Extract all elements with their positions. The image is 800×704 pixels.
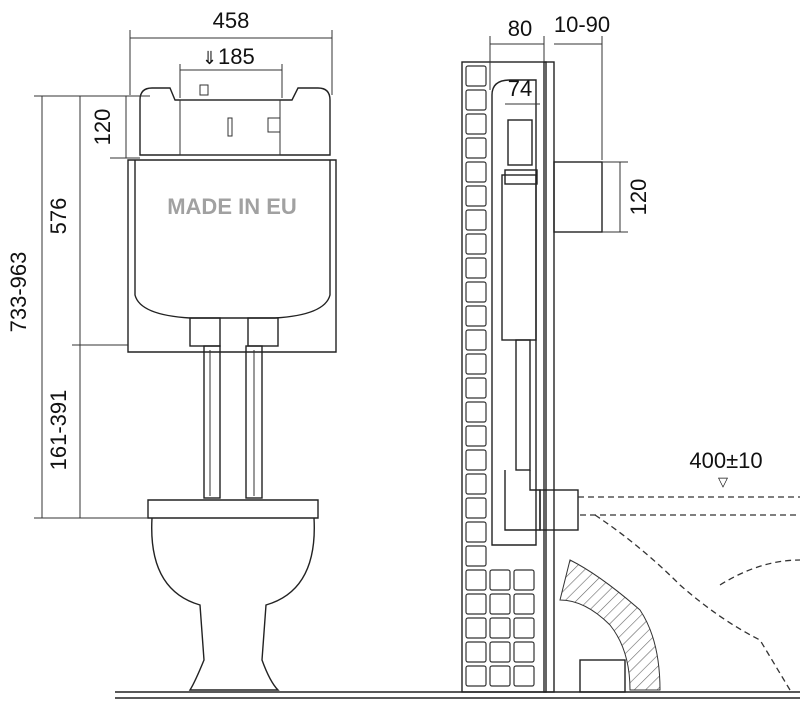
- finish-layer: [543, 61, 555, 693]
- cistern-side: [491, 79, 537, 546]
- flush-arrow-icon: ⇓: [202, 48, 217, 69]
- wall-tile: [465, 185, 487, 207]
- tank-valve-housing: [179, 99, 281, 156]
- plate-lines: [558, 169, 598, 227]
- wall-tile: [489, 665, 511, 687]
- tank-top: [139, 87, 331, 156]
- wall-tile: [465, 113, 487, 135]
- wall-tile: [513, 617, 535, 639]
- button-plate: [553, 161, 603, 233]
- wall-tile: [465, 473, 487, 495]
- tank-inner-outline: [134, 160, 331, 319]
- wall-tile: [489, 569, 511, 591]
- flush-pipe-left: [203, 345, 221, 499]
- tank-inlet: [199, 84, 209, 96]
- wall-tile: [489, 593, 511, 615]
- wall-tile: [465, 137, 487, 159]
- side-pipe: [515, 339, 531, 471]
- wall-tile: [465, 233, 487, 255]
- dim-120-plate: 120: [626, 179, 651, 216]
- pipe-elbow: [504, 470, 541, 531]
- brick-wall: [465, 65, 535, 687]
- flush-valve: [501, 174, 537, 341]
- outlet-stub-right: [247, 317, 279, 347]
- tank-fitting: [267, 117, 281, 133]
- flush-pipe-right: [245, 345, 263, 499]
- wall-tile: [513, 665, 535, 687]
- wall-tile: [465, 617, 487, 639]
- dim-400: 400±10: [689, 448, 762, 473]
- wall-tile: [465, 305, 487, 327]
- bowl-base-hatched: [559, 559, 661, 691]
- dim-161-391: 161-391: [46, 390, 71, 471]
- wall-tile: [465, 209, 487, 231]
- dim-80: 80: [508, 16, 532, 41]
- dim-120-top: 120: [90, 109, 115, 146]
- level-marker-icon: ▽: [718, 475, 728, 490]
- bowl-rim: [147, 499, 319, 519]
- wall-tile: [465, 161, 487, 183]
- wall-tile: [513, 593, 535, 615]
- wall-tile: [465, 281, 487, 303]
- wall-tile: [465, 593, 487, 615]
- bowl-trap: [719, 559, 800, 586]
- wall-tile: [465, 401, 487, 423]
- dim-733-963: 733-963: [6, 252, 31, 333]
- wall-tile: [489, 617, 511, 639]
- wall-tile: [513, 641, 535, 663]
- valve-clip: [504, 169, 538, 185]
- wall-tile: [465, 449, 487, 471]
- dim-458: 458: [213, 8, 250, 33]
- stamp-text: MADE IN EU: [167, 194, 297, 219]
- tank-mesh-body: [127, 159, 337, 353]
- side-view: 80 10-90 74 120 400±10 ▽: [461, 12, 800, 693]
- bowl-front: [151, 517, 315, 691]
- wall-tile: [465, 545, 487, 567]
- pipe-outlet: [539, 489, 579, 531]
- front-view: MADE IN EU 458 ⇓ 185 120 576: [6, 8, 800, 699]
- wall-tile: [465, 353, 487, 375]
- bowl-curve-side: [594, 514, 791, 691]
- dim-185: 185: [218, 44, 255, 69]
- wall-tile: [465, 497, 487, 519]
- wall-tile: [465, 641, 487, 663]
- wall-tile: [465, 665, 487, 687]
- tank-slot: [227, 117, 233, 137]
- wall-tile: [513, 569, 535, 591]
- wall-tile: [465, 377, 487, 399]
- fill-valve: [507, 119, 533, 166]
- wall-tile: [489, 641, 511, 663]
- outlet-stub-left: [189, 317, 221, 347]
- dim-10-90: 10-90: [554, 12, 610, 37]
- dim-576: 576: [46, 198, 71, 235]
- wall-tile: [465, 329, 487, 351]
- wall-tile: [465, 89, 487, 111]
- wall-tile: [465, 257, 487, 279]
- wall-tile: [465, 521, 487, 543]
- wall-tile: [465, 569, 487, 591]
- dim-74: 74: [508, 76, 532, 101]
- floor-flange: [579, 659, 626, 693]
- wall-outline: [461, 61, 547, 693]
- wall-tile: [465, 65, 487, 87]
- wall-tile: [465, 425, 487, 447]
